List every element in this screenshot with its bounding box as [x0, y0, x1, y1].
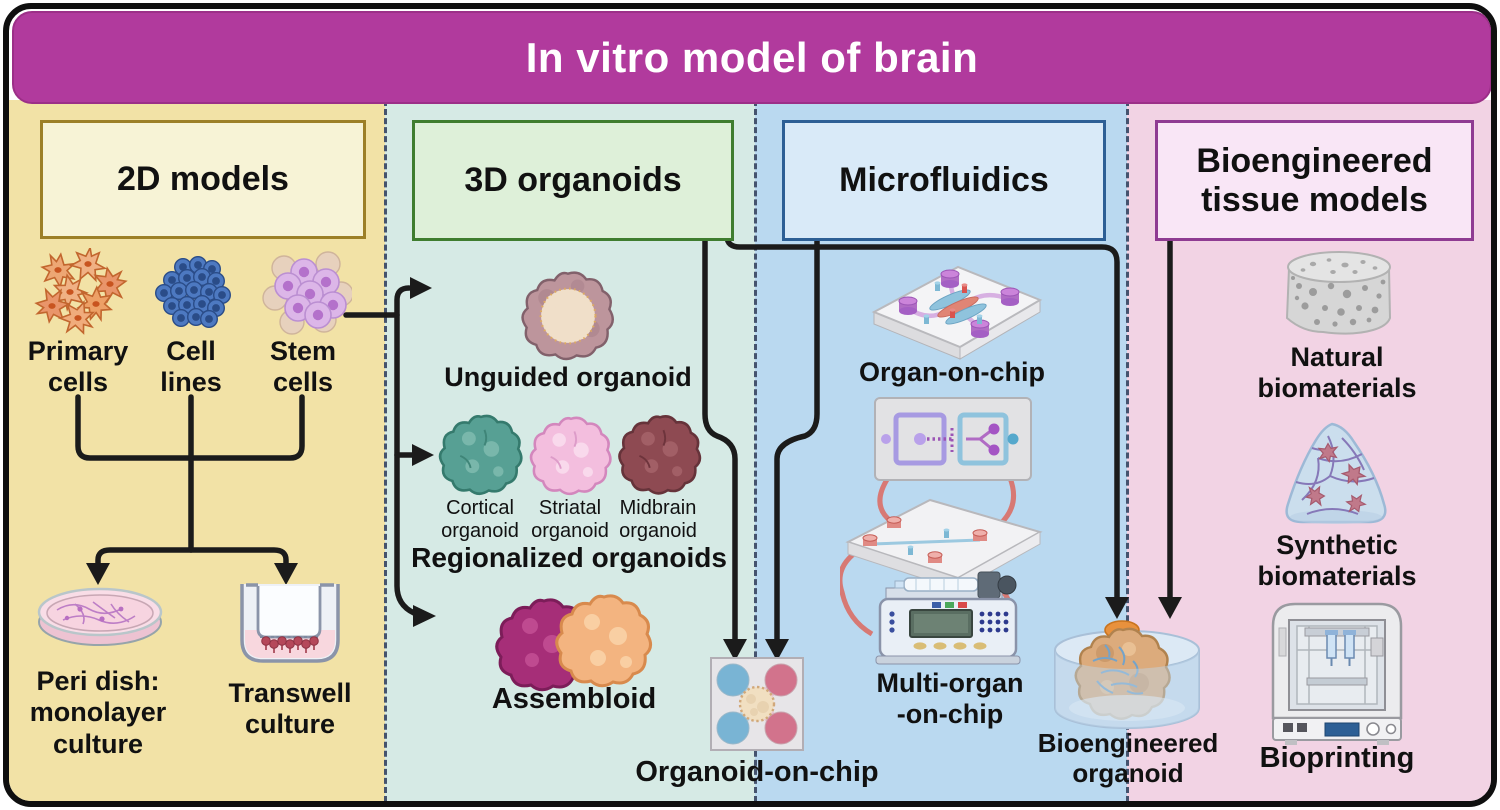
primary-cells-icon	[28, 248, 130, 336]
header-microfluidics-label: Microfluidics	[839, 161, 1049, 200]
column-divider	[754, 100, 757, 801]
primary-cells-label: Primary cells	[27, 336, 129, 398]
cortical-organoid-icon	[436, 412, 526, 498]
natural-biomaterials-label: Natural biomaterials	[1257, 342, 1417, 404]
striatal-organoid-icon	[527, 414, 615, 498]
petri-dish-label: Peri dish: monolayer culture	[29, 666, 167, 759]
regionalized-organoids-label: Regionalized organoids	[411, 542, 727, 573]
bioengineered-organoid-icon	[1048, 612, 1206, 747]
transwell-icon	[233, 577, 347, 671]
natural-biomaterials-icon	[1283, 248, 1395, 342]
multi-organ-on-chip-icon	[840, 392, 1062, 672]
header-2d-models-label: 2D models	[117, 160, 289, 199]
title-banner: In vitro model of brain	[12, 11, 1491, 104]
header-2d-models: 2D models	[40, 120, 366, 239]
stem-cells-icon	[262, 250, 352, 336]
header-3d-organoids-label: 3D organoids	[464, 161, 682, 200]
column-divider	[1126, 100, 1129, 801]
multi-organ-on-chip-label: Multi-organ -on-chip	[876, 668, 1024, 730]
organ-on-chip-label: Organ-on-chip	[859, 357, 1045, 387]
column-divider	[384, 100, 387, 801]
transwell-label: Transwell culture	[228, 678, 352, 740]
header-microfluidics: Microfluidics	[782, 120, 1106, 241]
diagram-frame: In vitro model of brain 2D models 3D org…	[3, 3, 1497, 807]
header-bioengineered-label: Bioengineered tissue models	[1196, 142, 1433, 219]
page-title: In vitro model of brain	[525, 33, 979, 81]
cell-lines-icon	[150, 256, 236, 330]
unguided-organoid-label: Unguided organoid	[444, 362, 692, 392]
organ-on-chip-icon	[862, 250, 1049, 362]
bioprinting-icon	[1267, 598, 1407, 746]
striatal-organoid-label: Striatal organoid	[531, 497, 609, 542]
unguided-organoid-icon	[518, 268, 618, 364]
bioengineered-organoid-label: Bioengineered organoid	[1037, 728, 1219, 789]
midbrain-organoid-icon	[615, 413, 705, 497]
organoid-on-chip-label: Organoid-on-chip	[635, 756, 879, 788]
assembloid-label: Assembloid	[491, 683, 657, 715]
header-3d-organoids: 3D organoids	[412, 120, 734, 241]
cell-lines-label: Cell lines	[160, 336, 222, 398]
bioprinting-label: Bioprinting	[1259, 742, 1415, 774]
cortical-organoid-label: Cortical organoid	[441, 497, 519, 542]
flow-arrows	[75, 233, 1182, 661]
assembloid-icon	[492, 592, 656, 694]
stem-cells-label: Stem cells	[269, 336, 337, 398]
petri-dish-icon	[35, 578, 165, 660]
synthetic-biomaterials-icon	[1272, 418, 1402, 530]
header-bioengineered: Bioengineered tissue models	[1155, 120, 1474, 241]
organoid-on-chip-icon	[708, 655, 806, 753]
synthetic-biomaterials-label: Synthetic biomaterials	[1257, 530, 1417, 592]
midbrain-organoid-label: Midbrain organoid	[619, 497, 697, 542]
